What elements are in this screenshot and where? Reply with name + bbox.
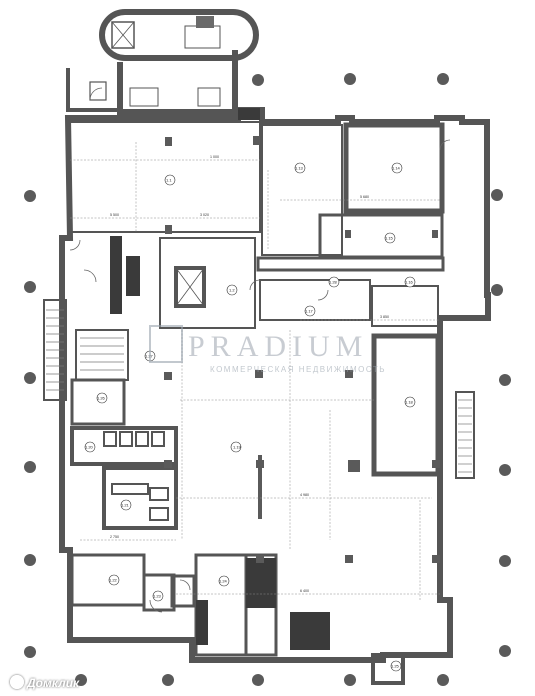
svg-text:1.28: 1.28 xyxy=(329,280,338,285)
svg-text:1.20: 1.20 xyxy=(85,445,94,450)
room-tag: 1.2 xyxy=(226,284,238,296)
room-tags: 1.1 1.13 1.14 1.15 1.16 1.17 1.18 1.19 1… xyxy=(84,162,416,672)
watermark-subtitle: КОММЕРЧЕСКАЯ НЕДВИЖИМОСТЬ xyxy=(210,365,386,374)
svg-text:1.1: 1.1 xyxy=(166,178,172,183)
dimension-labels: 5 500 3 020 1 000 4 980 6 400 5 680 3 85… xyxy=(110,155,389,593)
bottom-rooms xyxy=(70,553,405,685)
room-tag: 1.18 xyxy=(404,396,416,408)
room-tag: 1.16 xyxy=(404,276,416,288)
room-tag: 1.22 xyxy=(108,574,120,586)
svg-text:1.15: 1.15 xyxy=(385,236,394,241)
dim-label: 3 850 xyxy=(380,315,389,319)
dark-wall-fills xyxy=(110,108,330,650)
dimension-lines xyxy=(70,142,440,600)
dim-label: 6 400 xyxy=(300,589,309,593)
svg-text:1.14: 1.14 xyxy=(392,166,401,171)
room-tag: 1.25 xyxy=(390,660,402,672)
room-tag: 1.1 xyxy=(164,174,176,186)
dim-label: 2 750 xyxy=(110,535,119,539)
svg-text:1.23: 1.23 xyxy=(153,594,162,599)
svg-text:1.13: 1.13 xyxy=(295,166,304,171)
brand-text: Домклик xyxy=(27,676,80,690)
room-tag: 1.26 xyxy=(96,392,108,404)
left-annex xyxy=(66,68,221,112)
door-swings xyxy=(69,87,451,613)
svg-text:1.26: 1.26 xyxy=(97,396,106,401)
svg-text:1.21: 1.21 xyxy=(121,503,130,508)
left-stair xyxy=(43,299,129,401)
dim-label: 5 680 xyxy=(360,195,369,199)
interior-walls xyxy=(69,121,445,477)
room-tag: 1.15 xyxy=(384,232,396,244)
exterior-columns xyxy=(24,73,511,686)
dim-label: 3 020 xyxy=(200,213,209,217)
right-stair xyxy=(455,391,475,479)
domclick-logo-icon xyxy=(10,675,24,689)
room-tag: 1.19 xyxy=(230,441,242,453)
interior-columns xyxy=(164,136,440,563)
svg-text:1.16: 1.16 xyxy=(405,280,414,285)
room-tag: 1.17 xyxy=(304,305,316,317)
svg-text:1.17: 1.17 xyxy=(305,309,314,314)
dim-label: 4 980 xyxy=(300,493,309,497)
svg-text:1.24: 1.24 xyxy=(219,579,228,584)
dim-label: 1 000 xyxy=(210,155,219,159)
svg-text:1.19: 1.19 xyxy=(233,445,242,450)
room-tag: 1.13 xyxy=(294,162,306,174)
top-tower xyxy=(99,9,259,61)
brand-mark: Домклик xyxy=(10,675,79,690)
room-tag: 1.24 xyxy=(218,575,230,587)
svg-text:1.25: 1.25 xyxy=(391,664,400,669)
svg-text:1.22: 1.22 xyxy=(109,578,118,583)
room-tag: 1.14 xyxy=(391,162,403,174)
room-tag: 1.28 xyxy=(328,276,340,288)
room-tag: 1.23 xyxy=(152,590,164,602)
watermark: PRADIUM КОММЕРЧЕСКАЯ НЕДВИЖИМОСТЬ xyxy=(149,325,386,374)
dim-label: 5 500 xyxy=(110,213,119,217)
svg-text:1.18: 1.18 xyxy=(405,400,414,405)
outer-walls xyxy=(59,50,491,663)
room-tag: 1.20 xyxy=(84,441,96,453)
room-tag: 1.21 xyxy=(120,499,132,511)
svg-text:1.2: 1.2 xyxy=(229,288,235,293)
watermark-logo: PRADIUM xyxy=(188,330,368,363)
